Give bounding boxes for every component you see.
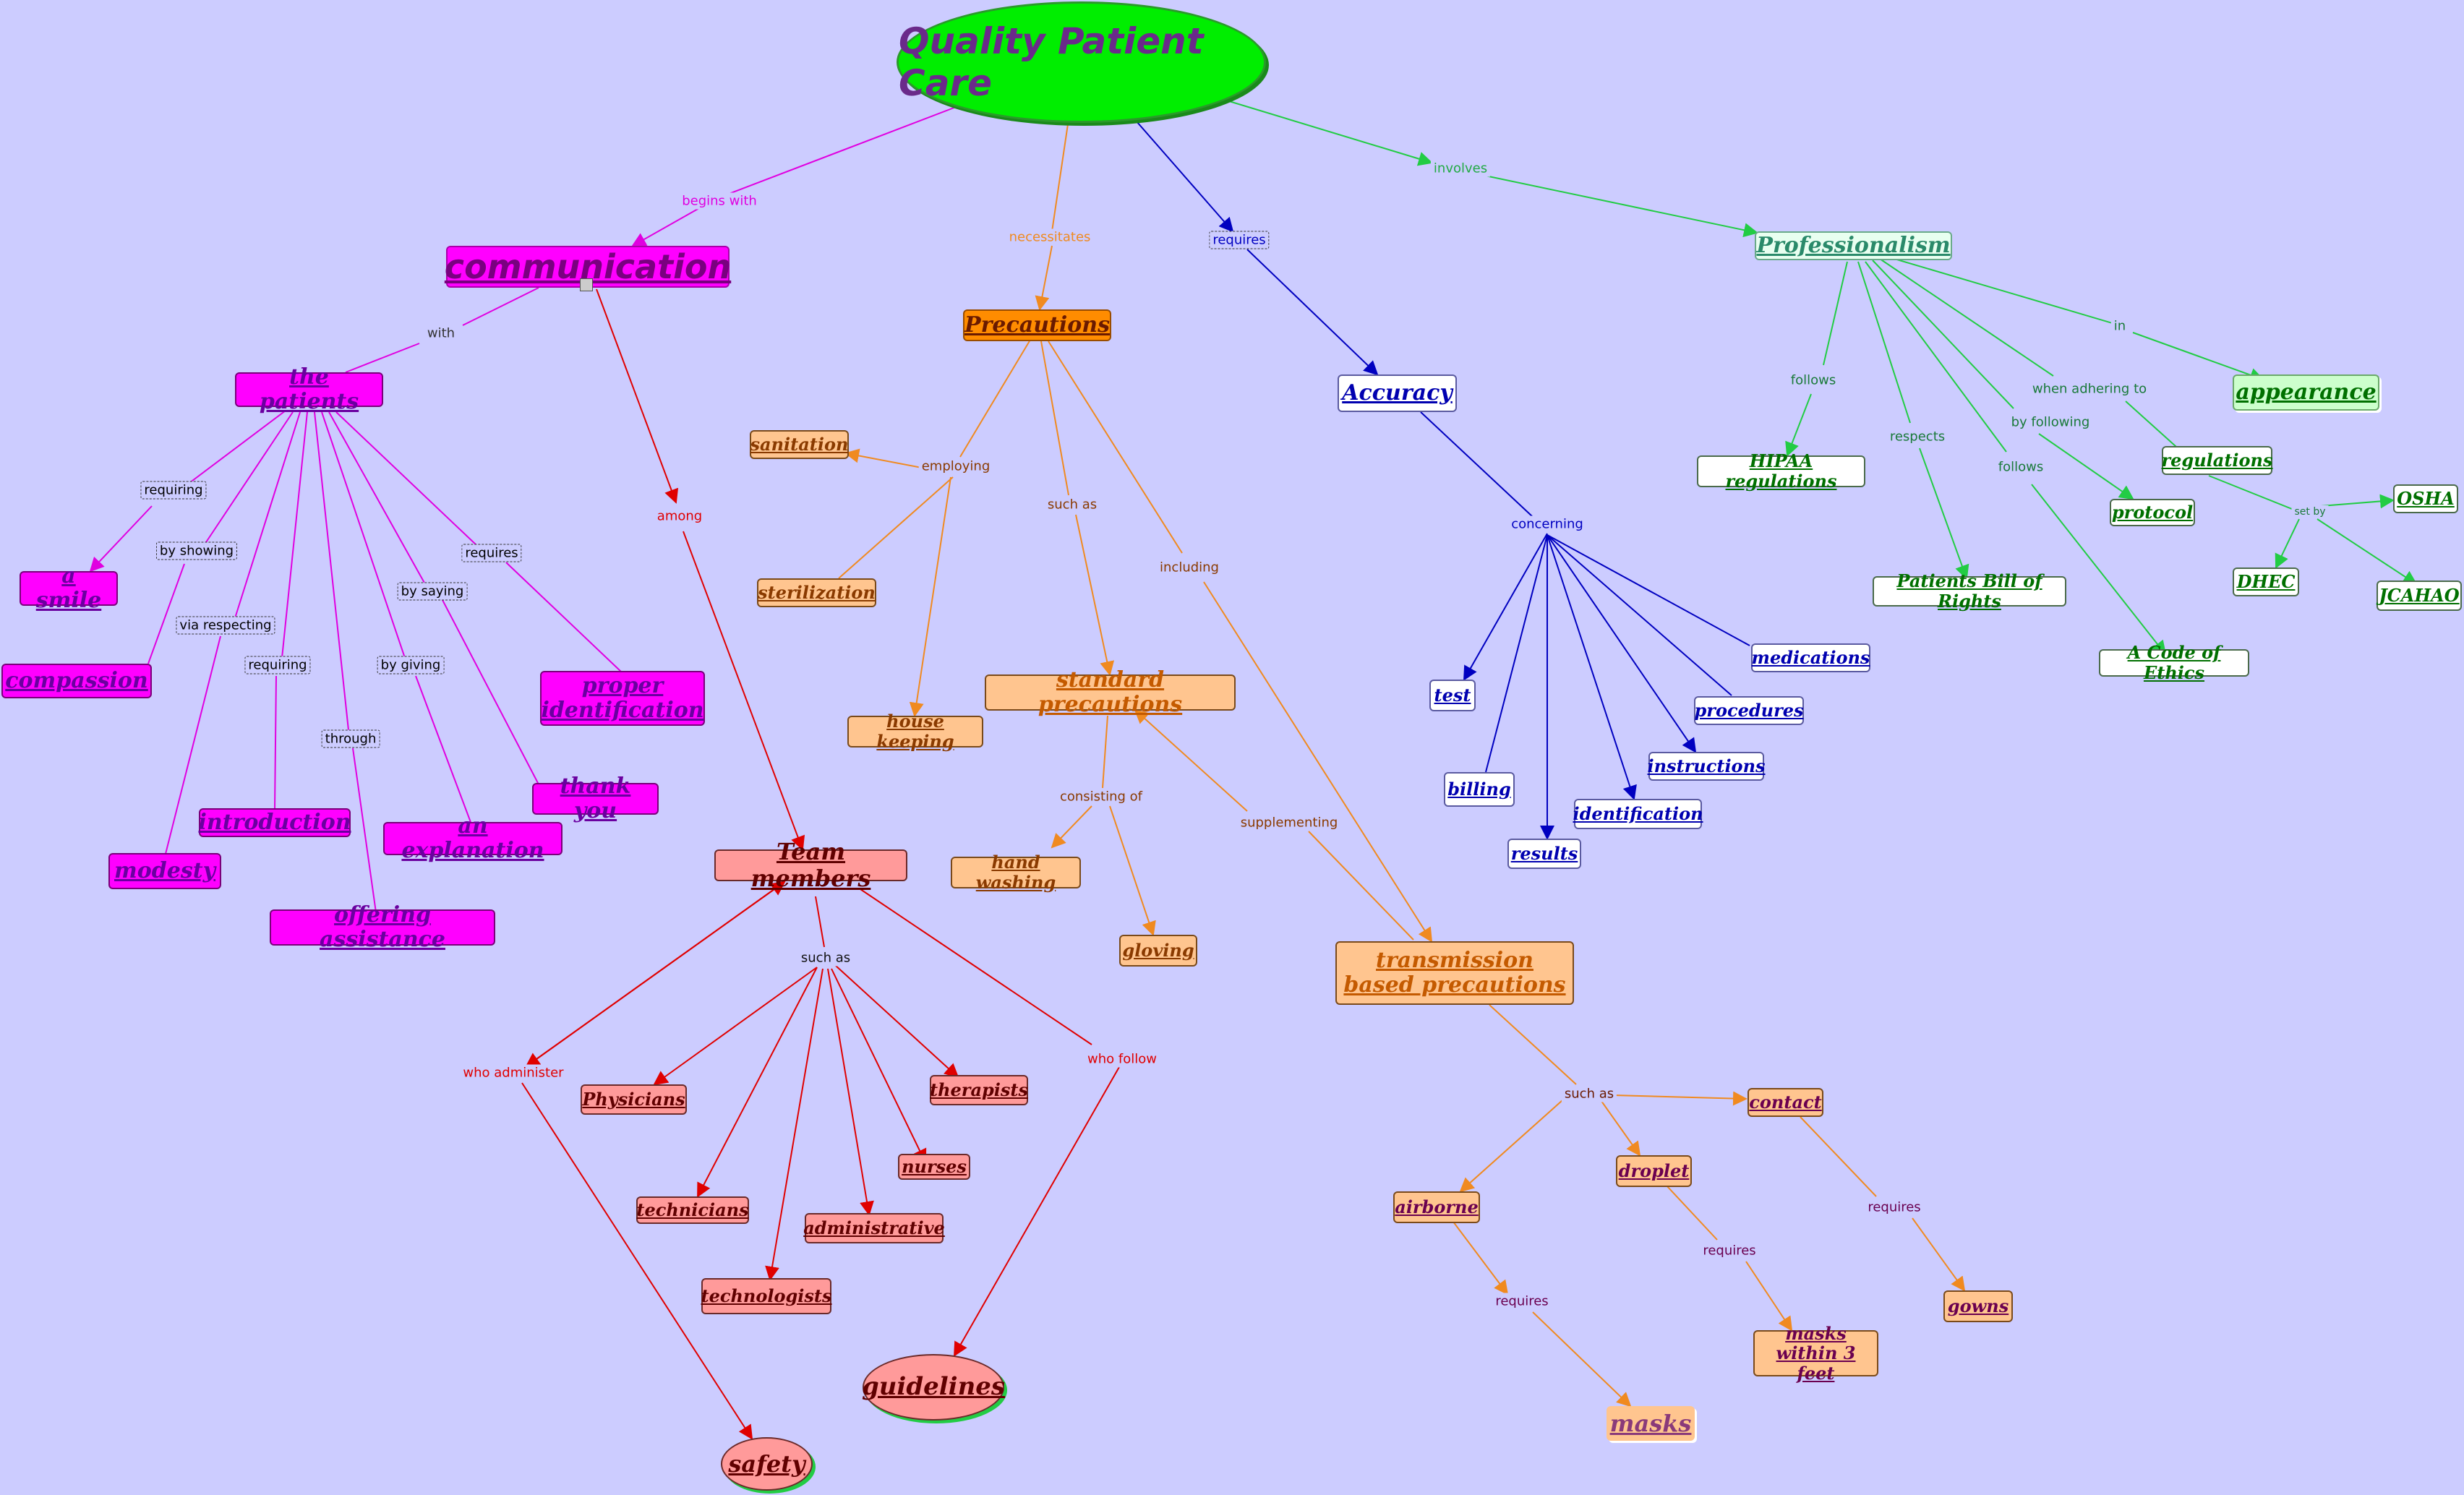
node-hipaa-regulations[interactable]: HIPAA regulations	[1697, 451, 1865, 491]
link-with: with	[424, 325, 458, 342]
link-necessitates: necessitates	[1006, 228, 1094, 246]
doc-icon	[580, 278, 593, 291]
node-thank-you[interactable]: thank you	[532, 774, 659, 823]
node-safety[interactable]: safety	[721, 1437, 813, 1491]
node-team-members[interactable]: Team members	[714, 839, 907, 891]
node-masks-within-3-feet[interactable]: masks within 3 feet	[1753, 1323, 1878, 1383]
link-consisting-of: consisting of	[1056, 788, 1146, 805]
link-among: among	[654, 507, 706, 525]
node-accuracy[interactable]: Accuracy	[1338, 374, 1457, 412]
link-by-showing: by showing	[155, 541, 238, 560]
node-regulations[interactable]: regulations	[2162, 446, 2273, 475]
node-procedures[interactable]: procedures	[1694, 696, 1804, 725]
link-concerning: concerning	[1508, 515, 1586, 533]
link-set-by: set by	[2291, 505, 2329, 518]
link-including: including	[1157, 559, 1222, 576]
node-patients-bill-of-rights[interactable]: Patients Bill of Rights	[1873, 571, 2066, 611]
link-who-administer: who administer	[460, 1064, 567, 1081]
node-gowns[interactable]: gowns	[1943, 1290, 2013, 1322]
link-such-as-transmission: such as	[1561, 1085, 1617, 1102]
node-standard-precautions[interactable]: standard precautions	[985, 667, 1236, 717]
link-follows-2: follows	[1995, 458, 2047, 476]
node-contact[interactable]: contact	[1748, 1088, 1823, 1117]
link-via-respecting: via respecting	[176, 616, 275, 635]
node-therapists[interactable]: therapists	[930, 1075, 1028, 1105]
node-physicians[interactable]: Physicians	[581, 1084, 687, 1115]
link-such-as-precautions: such as	[1044, 496, 1100, 513]
node-nurses[interactable]: nurses	[898, 1154, 970, 1180]
node-identification[interactable]: identification	[1573, 799, 1703, 829]
node-technicians[interactable]: technicians	[636, 1196, 749, 1224]
link-such-as-team: such as	[797, 949, 854, 967]
link-requires-patients: requires	[461, 544, 522, 562]
node-professionalism[interactable]: Professionalism	[1755, 231, 1952, 260]
node-the-patients[interactable]: the patients	[235, 364, 383, 414]
node-introduction[interactable]: introduction	[199, 808, 351, 837]
link-requires: requires	[1209, 231, 1270, 249]
link-begins-with: begins with	[679, 192, 760, 210]
link-requires-airborne: requires	[1492, 1293, 1552, 1310]
link-requires-droplet: requires	[1700, 1242, 1759, 1259]
node-proper-identification[interactable]: proper identification	[540, 671, 705, 726]
node-instructions[interactable]: instructions	[1647, 752, 1766, 781]
node-test[interactable]: test	[1429, 680, 1476, 711]
node-guidelines[interactable]: guidelines	[862, 1354, 1005, 1421]
link-by-giving: by giving	[377, 656, 445, 674]
link-when-adhering-to: when adhering to	[2029, 380, 2150, 398]
node-osha[interactable]: OSHA	[2393, 484, 2458, 513]
link-supplementing: supplementing	[1237, 814, 1341, 831]
node-sanitation[interactable]: sanitation	[750, 430, 849, 459]
link-requiring-1: requiring	[140, 481, 207, 500]
node-compassion[interactable]: compassion	[1, 664, 152, 698]
node-appearance[interactable]: appearance	[2233, 374, 2379, 411]
link-by-saying: by saying	[397, 582, 468, 601]
link-requires-contact: requires	[1865, 1199, 1924, 1216]
node-offering-assistance[interactable]: offering assistance	[270, 902, 495, 952]
node-precautions[interactable]: Precautions	[963, 309, 1111, 341]
node-an-explanation[interactable]: an explanation	[383, 813, 562, 863]
link-through: through	[321, 729, 380, 748]
node-airborne[interactable]: airborne	[1393, 1191, 1480, 1223]
link-who-follow: who follow	[1085, 1050, 1160, 1068]
node-hand-washing[interactable]: hand washing	[951, 852, 1081, 892]
link-in: in	[2110, 317, 2129, 335]
node-administrative[interactable]: administrative	[803, 1213, 945, 1243]
node-results[interactable]: results	[1507, 839, 1581, 869]
node-droplet[interactable]: droplet	[1616, 1155, 1692, 1187]
link-by-following: by following	[2008, 414, 2093, 431]
node-jcahao[interactable]: JCAHAO	[2377, 581, 2462, 611]
node-sterilization[interactable]: sterilization	[757, 578, 876, 607]
node-technologists[interactable]: technologists	[701, 1278, 832, 1314]
link-employing: employing	[918, 458, 993, 475]
link-follows-1: follows	[1787, 372, 1839, 389]
node-protocol[interactable]: protocol	[2110, 499, 2195, 526]
link-respects: respects	[1886, 428, 1948, 445]
node-gloving[interactable]: gloving	[1119, 935, 1197, 967]
link-requiring-2: requiring	[244, 656, 311, 674]
node-a-smile[interactable]: a smile	[20, 563, 118, 613]
node-billing[interactable]: billing	[1444, 772, 1515, 807]
node-a-code-of-ethics[interactable]: A Code of Ethics	[2099, 643, 2249, 682]
node-modesty[interactable]: modesty	[108, 853, 221, 889]
node-house-keeping[interactable]: house keeping	[847, 711, 983, 751]
link-involves: involves	[1430, 160, 1491, 177]
root-node[interactable]: Quality Patient Care	[897, 1, 1266, 123]
root-label: Quality Patient Care	[899, 20, 1204, 104]
node-medications[interactable]: medications	[1751, 643, 1870, 672]
node-dhec[interactable]: DHEC	[2233, 567, 2299, 596]
node-transmission-based-precautions[interactable]: transmission based precautions	[1335, 941, 1574, 1005]
node-masks[interactable]: masks	[1607, 1406, 1695, 1441]
